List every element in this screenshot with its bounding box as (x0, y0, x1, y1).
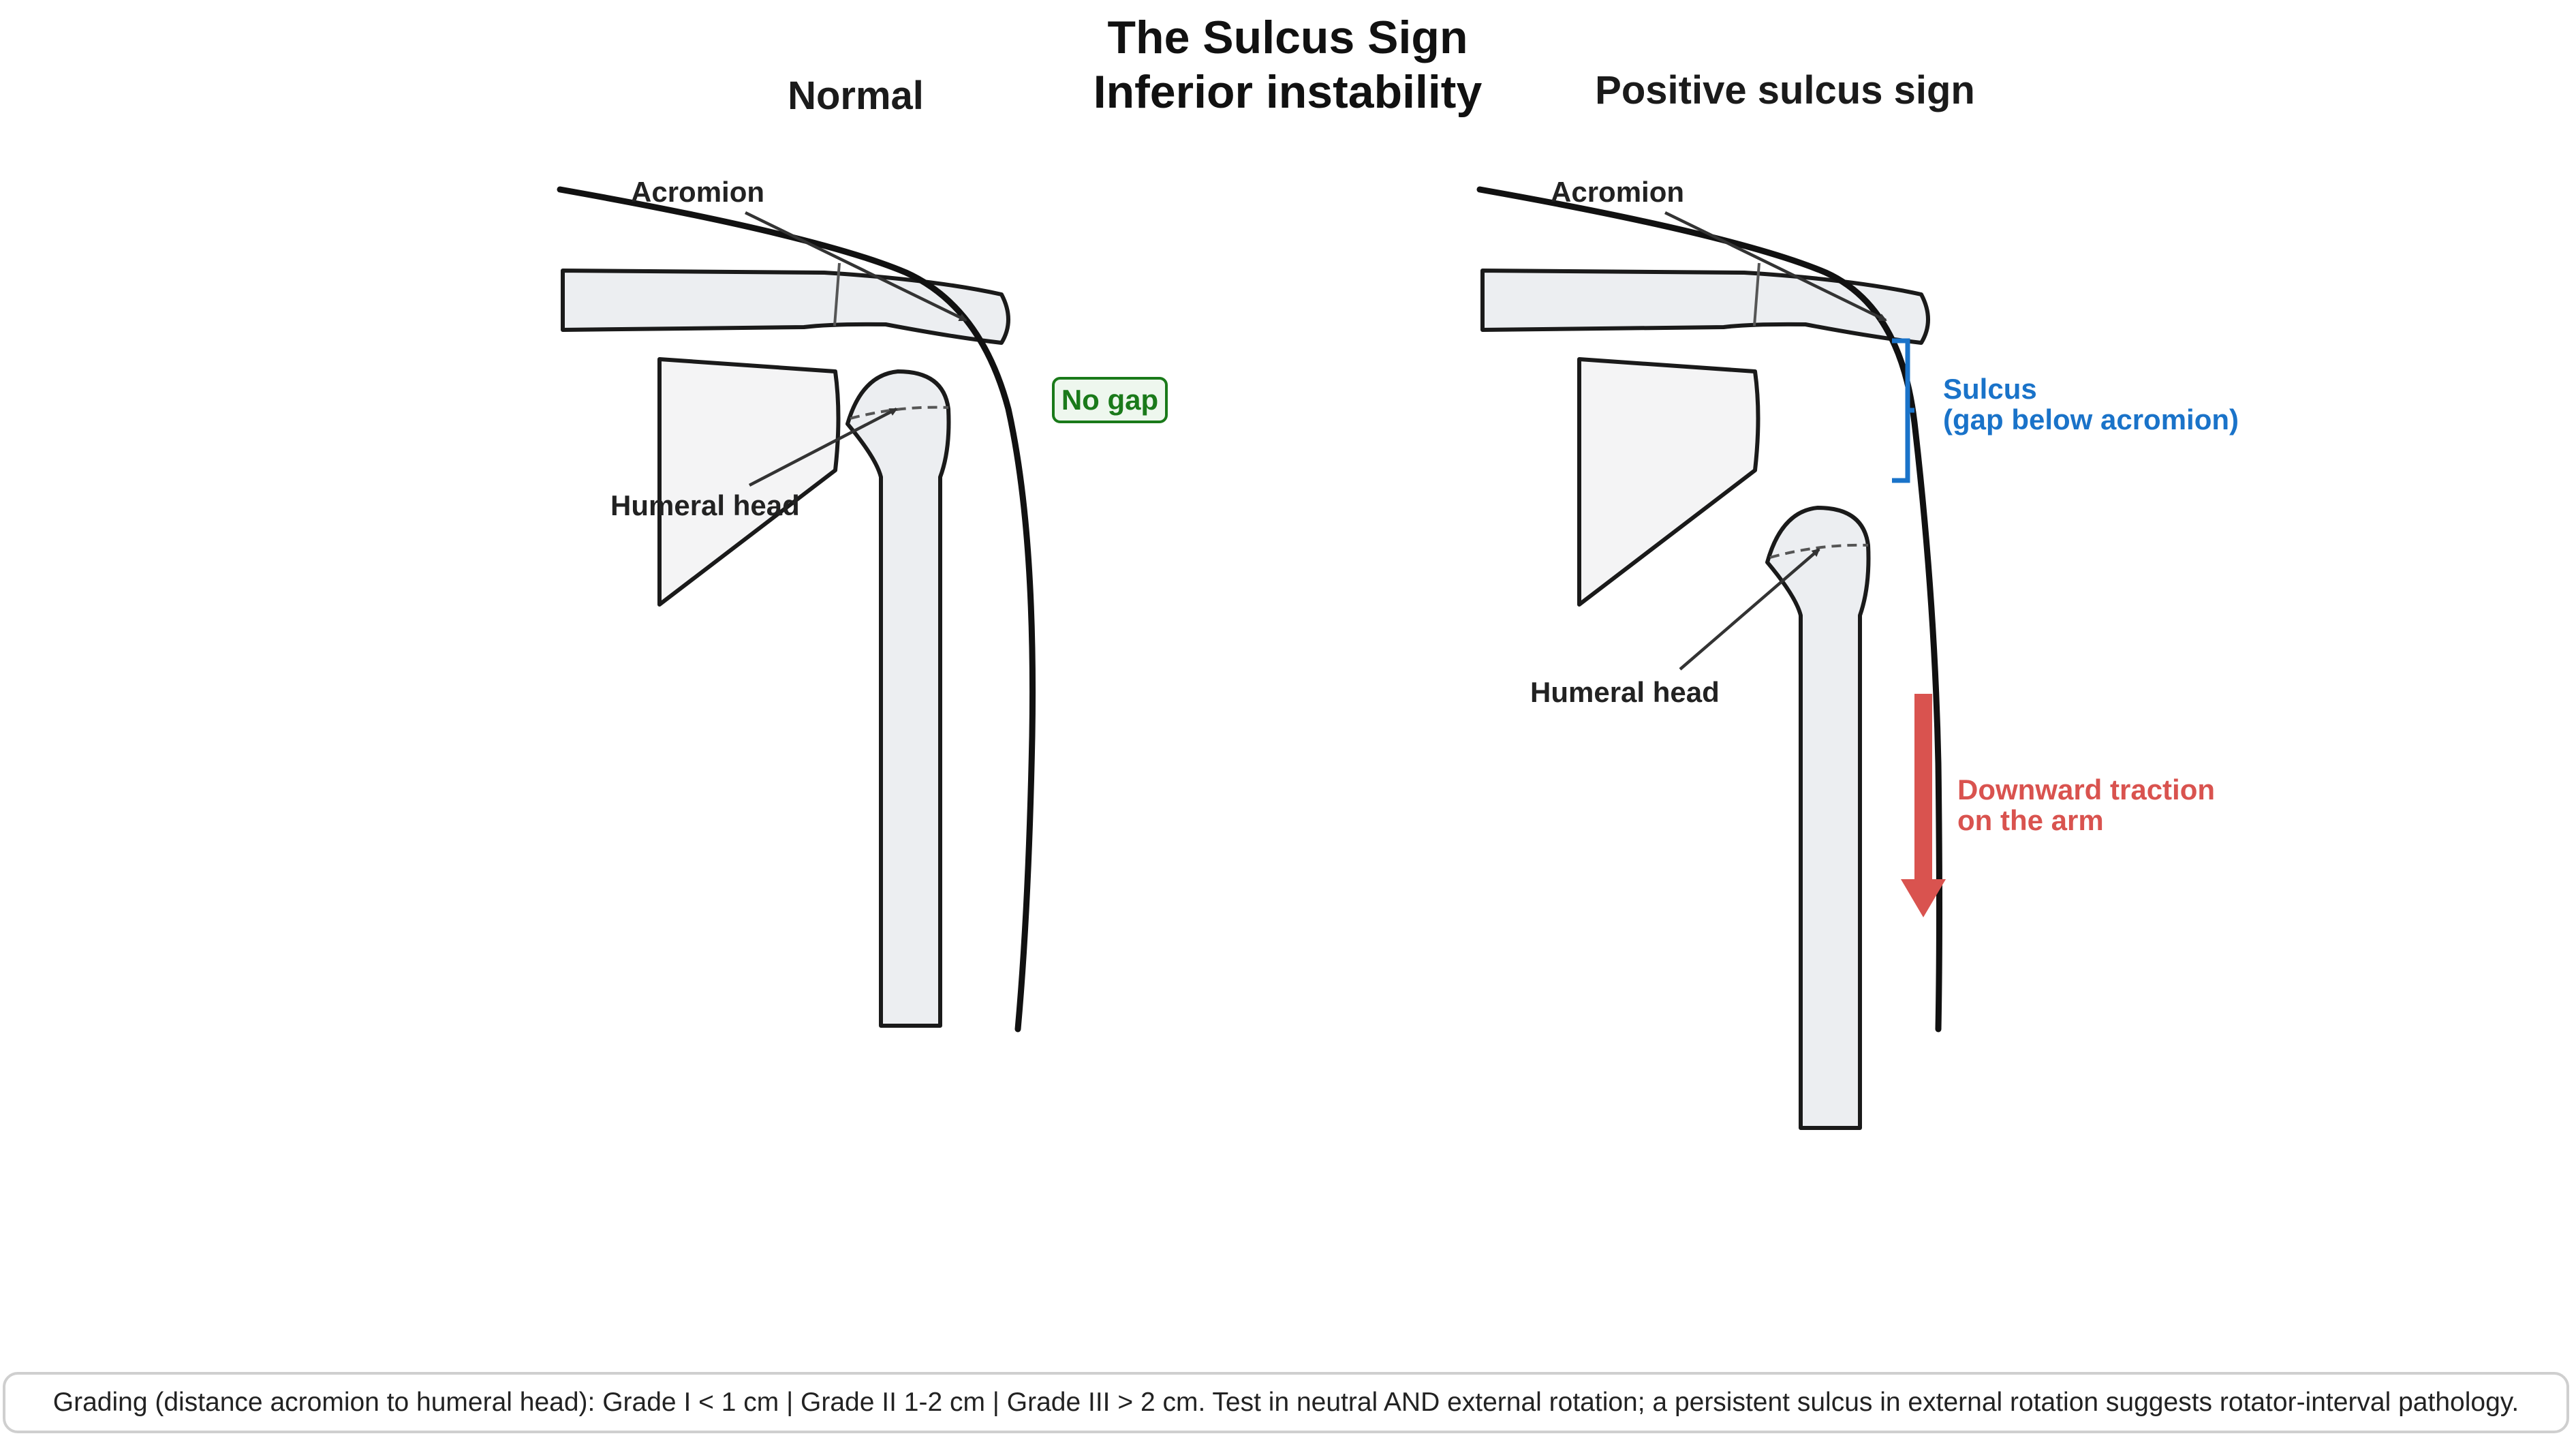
title-line-2: Inferior instability (1093, 66, 1483, 118)
positive-scapula (1577, 357, 1760, 607)
normal-humeral-head-leader (748, 408, 898, 487)
positive-anatomic-neck (1769, 543, 1869, 559)
title-line-1: The Sulcus Sign (1108, 12, 1468, 63)
grading-footer: Grading (distance acromion to humeral he… (3, 1372, 2569, 1433)
positive-humeral-head-label: Humeral head (1530, 676, 1720, 708)
normal-acromion-joint-line (833, 262, 841, 326)
positive-skin-outline (1476, 186, 1942, 1033)
normal-humerus (845, 369, 951, 1028)
normal-scapula (657, 357, 841, 607)
positive-acromion-leader (1664, 211, 1887, 322)
positive-acromion-joint-line (1753, 262, 1760, 326)
positive-humerus (1765, 506, 1871, 1130)
no-gap-label: No gap (1061, 384, 1158, 416)
no-gap-badge (1052, 377, 1168, 423)
normal-skin-outline (557, 186, 1036, 1033)
positive-panel-title: Positive sulcus sign (1595, 68, 1975, 112)
sulcus-bracket (1892, 338, 1914, 483)
normal-acromion-label: Acromion (631, 176, 764, 208)
positive-acromion-label: Acromion (1551, 176, 1684, 208)
traction-label-line-1: Downward traction (1957, 774, 2215, 806)
normal-panel-title: Normal (788, 74, 924, 118)
traction-label-line-2: on the arm (1957, 804, 2104, 836)
positive-panel: Positive sulcus sign Sulcus (gap below a… (1476, 68, 2239, 1130)
positive-humeral-head-leader (1679, 548, 1820, 671)
normal-acromion-leader (745, 211, 967, 322)
normal-panel: Normal Acromion Humeral head No gap (557, 74, 1168, 1033)
downward-traction-arrow (1901, 694, 1946, 917)
sulcus-label-line-2: (gap below acromion) (1943, 403, 2239, 436)
sulcus-label-line-1: Sulcus (1943, 373, 2037, 405)
normal-humeral-head-label: Humeral head (610, 489, 800, 521)
normal-anatomic-neck (850, 406, 949, 420)
